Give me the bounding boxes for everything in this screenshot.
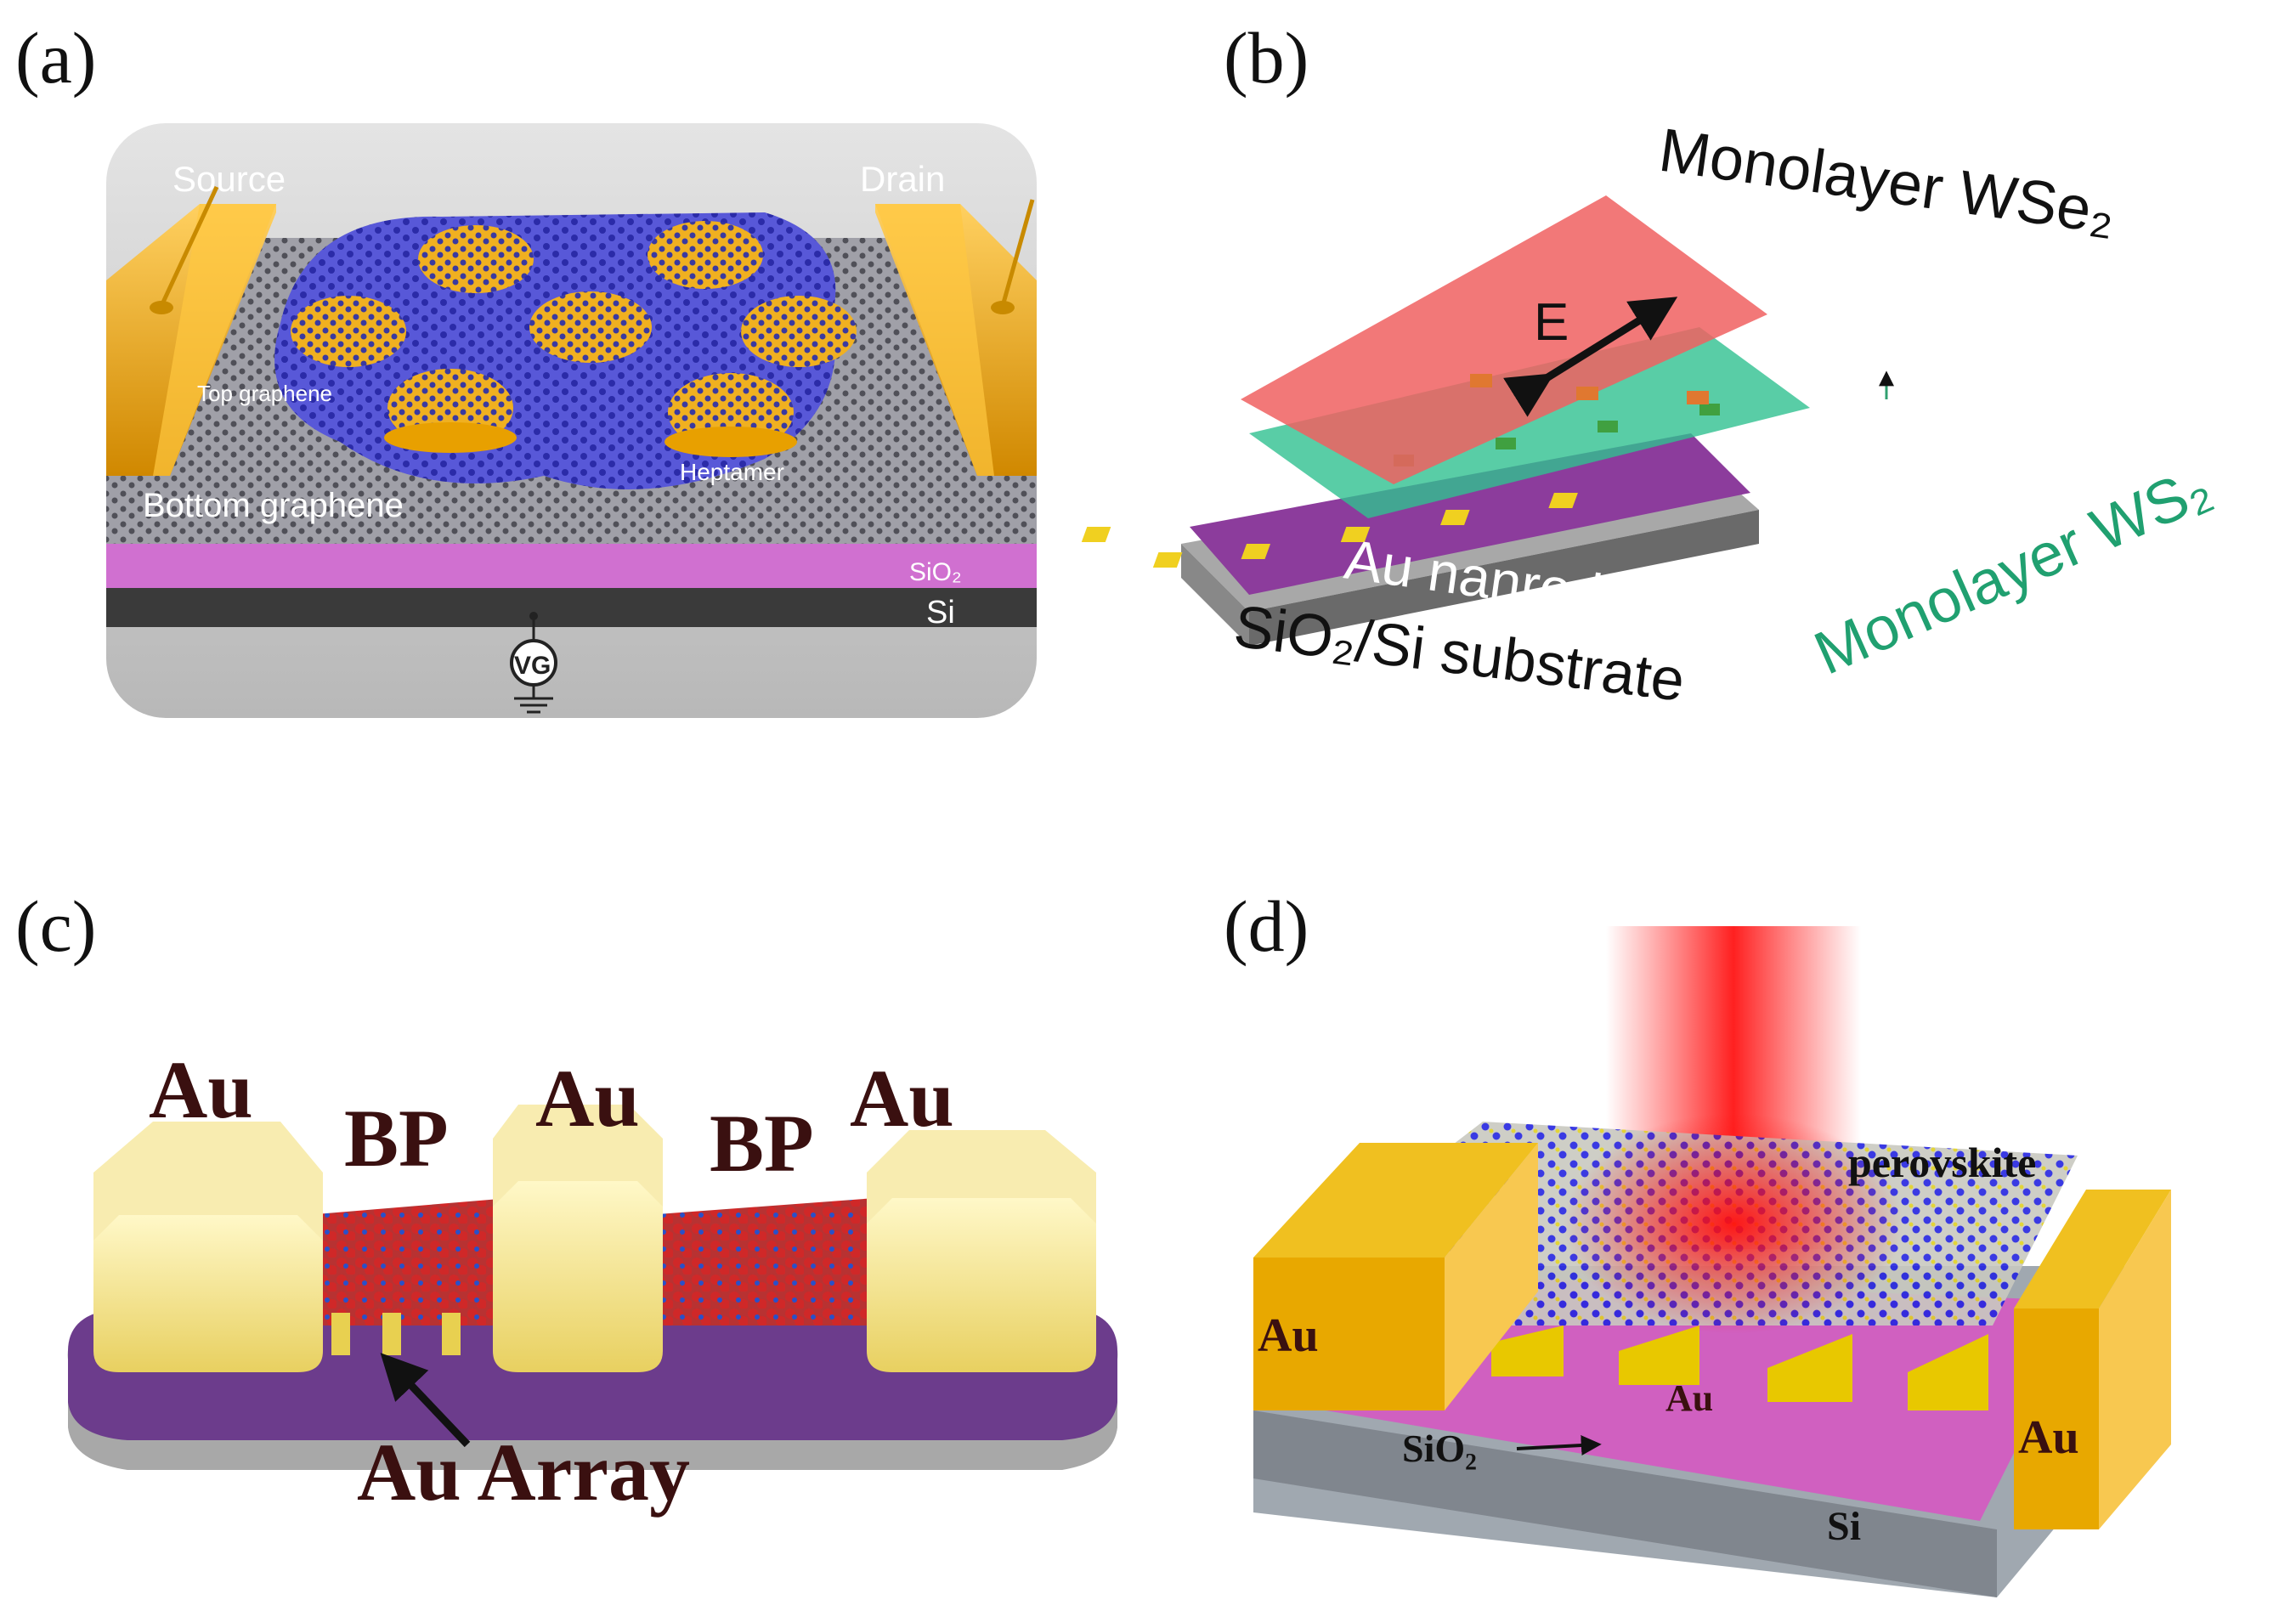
panel-label-b: (b) [1224, 17, 1309, 99]
label-top-graphene: Top graphene [197, 381, 332, 406]
panel-d-illustration: perovskite Au Au Au SiO₂ Si [1253, 926, 2171, 1597]
substrate-purple-layer [1190, 433, 1750, 595]
label-d-au-left: Au [1258, 1309, 1319, 1362]
label-wse2: Monolayer WSe₂ [1655, 116, 2119, 247]
sio2-layer [106, 544, 1037, 588]
label-vg: VG [514, 652, 551, 680]
purple-dielectric [68, 1309, 1117, 1440]
label-ws2: Monolayer WS₂ [1805, 453, 2220, 687]
si-layer [106, 586, 1037, 627]
label-c-au-middle: Au [535, 1053, 640, 1144]
au-nanorod-array [1081, 493, 1578, 568]
label-source: Source [172, 159, 286, 199]
bp-flake-right [646, 1198, 875, 1326]
panel-label-c: (c) [15, 885, 97, 967]
laser-spot [1564, 1113, 1903, 1334]
panel-label-d: (d) [1224, 885, 1309, 967]
bp-flake-left [306, 1198, 510, 1326]
label-c-au-array: Au Array [357, 1427, 690, 1518]
panel-b-illustration: E Monolayer WSe₂ Monolayer WS₂ Au nanrod… [1081, 116, 2220, 714]
label-d-si: Si [1827, 1504, 1861, 1549]
label-c-au-left: Au [149, 1044, 253, 1135]
au-electrode-left-d [1253, 1143, 1538, 1410]
sio2-layer-d [1326, 1275, 2056, 1521]
panel-c-illustration: Au BP Au BP Au Au Array [67, 1044, 1118, 1518]
label-sio2: SiO₂ [909, 558, 962, 586]
panel-a-illustration: Source Drain Top graphene Heptamer Botto… [106, 123, 1037, 718]
panel-label-a: (a) [15, 17, 97, 99]
au-electrode-right-d [2014, 1190, 2171, 1529]
label-drain: Drain [860, 159, 945, 199]
label-bottom-graphene: Bottom graphene [143, 487, 404, 524]
label-e-field: E [1534, 293, 1569, 352]
au-array-arrow [380, 1353, 471, 1448]
label-c-au-right: Au [850, 1053, 954, 1144]
label-perovskite: perovskite [1848, 1139, 2036, 1186]
au-electrode-left [93, 1122, 323, 1372]
au-electrode-right [867, 1130, 1096, 1372]
label-d-au-right: Au [2018, 1411, 2079, 1464]
label-heptamer: Heptamer [680, 459, 784, 485]
au-electrode-middle [493, 1105, 663, 1372]
heptamer-discs [291, 221, 857, 457]
label-c-bp-left: BP [344, 1093, 449, 1184]
e-field-arrow [1503, 297, 1678, 417]
label-si: Si [926, 595, 955, 630]
label-c-bp-right: BP [710, 1098, 814, 1189]
label-d-au-center: Au [1665, 1377, 1713, 1419]
label-d-sio2: SiO₂ [1402, 1427, 1477, 1470]
